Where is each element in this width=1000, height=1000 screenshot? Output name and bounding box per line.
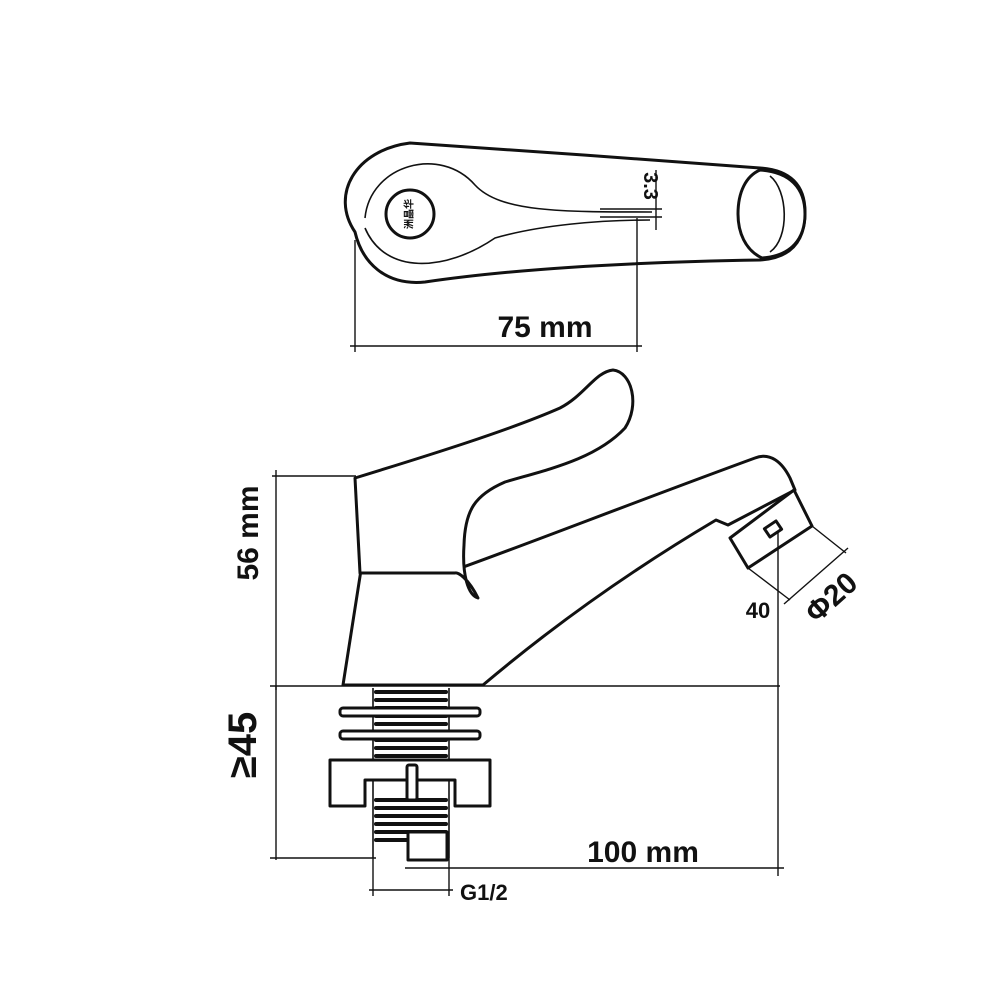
- faucet-body-and-spout: [341, 454, 797, 687]
- lever-handle: [353, 368, 635, 600]
- washer-lower: [338, 729, 482, 741]
- min-depth-label: ≥45: [221, 712, 265, 778]
- aerator-dim-line: [783, 547, 849, 605]
- lock-nut-bracket: [328, 758, 492, 808]
- mounting-hardware: [328, 688, 492, 862]
- lever-handle-base-edge: [354, 477, 361, 574]
- length-label: 75 mm: [497, 311, 592, 344]
- aerator-notch: [762, 519, 784, 539]
- aerator-ext-left: [747, 567, 791, 601]
- handle-end-cap: [736, 168, 807, 260]
- handle-logo-text: 洲晶华: [403, 199, 416, 229]
- washer-upper: [338, 706, 482, 718]
- thickness-label: 3.3: [639, 172, 661, 200]
- handle-inner-contour: [364, 163, 653, 219]
- handle-inner-contour-lower: [364, 219, 651, 265]
- height-label: 56 mm: [232, 485, 265, 580]
- faucet-side-view: [270, 368, 814, 687]
- handle-end-cap-inner: [769, 175, 786, 253]
- lock-nut-tab: [405, 763, 419, 802]
- top-view-dimensions: 75 mm 3.3: [350, 170, 662, 352]
- thread-label: G1/2: [460, 880, 508, 905]
- aerator-diameter-label: Φ20: [799, 566, 864, 629]
- hose-fitting: [406, 830, 449, 862]
- handle-logo-disc: [384, 188, 436, 240]
- spout-height-label: 40: [746, 598, 770, 623]
- reach-label: 100 mm: [587, 836, 699, 869]
- aerator-ext-right: [811, 525, 847, 554]
- handle-top-view: 洲晶华: [343, 141, 807, 284]
